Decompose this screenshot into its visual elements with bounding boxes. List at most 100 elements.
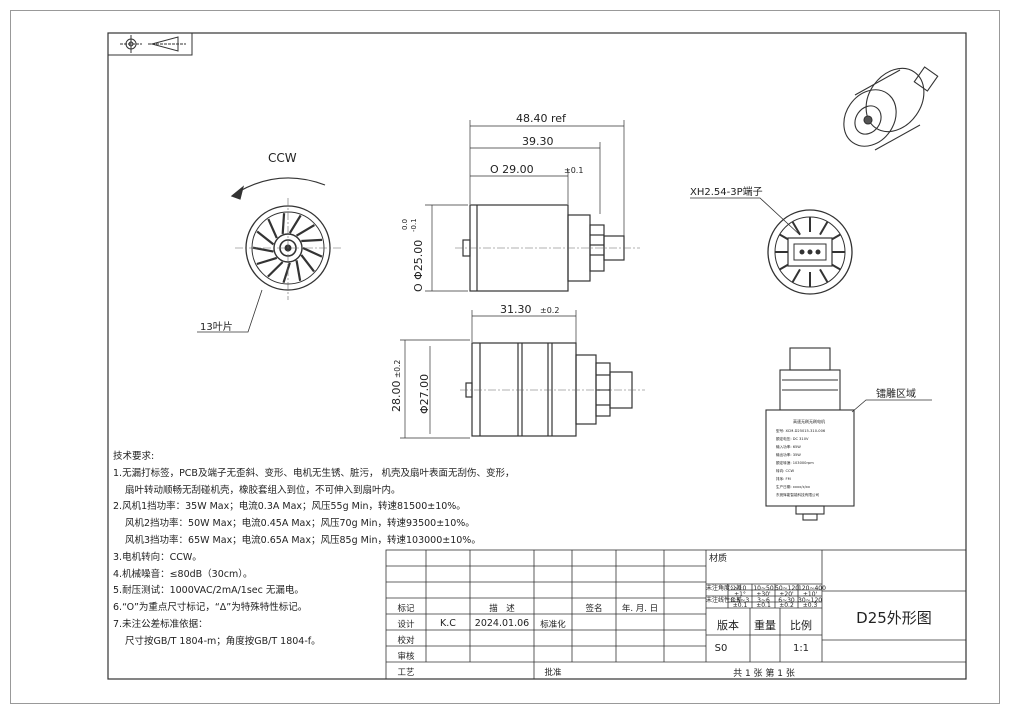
linear-range: 3~6	[757, 597, 770, 604]
tb-shenhe: 审核	[397, 652, 415, 662]
material-label: 材质	[708, 554, 727, 564]
dim-lines-bottom	[400, 310, 577, 439]
requirement-line: 6.“O”为重点尺寸标记，“Δ”为特殊特性标记。	[113, 602, 308, 614]
label-plate-line: 额定转速: 103000rpm	[776, 460, 814, 465]
linear-value: ±0.1	[732, 602, 748, 609]
angle-value: ±30'	[756, 591, 771, 598]
isometric-view	[843, 66, 939, 151]
version-label: 版本	[717, 619, 739, 632]
tb-biaoji: 标记	[397, 604, 415, 614]
tb-gongyi: 工艺	[397, 668, 415, 678]
fan-blade	[301, 238, 323, 243]
fan-blade	[281, 213, 286, 235]
requirement-line: 尺寸按GB/T 1804-m；角度按GB/T 1804-f。	[125, 635, 321, 647]
linear-value: ±0.3	[802, 602, 818, 609]
body-length-dim-2: O 29.00	[490, 163, 534, 176]
drawing-sheet	[10, 10, 1000, 704]
scale-label: 比例	[790, 619, 812, 632]
linear-tol-header: 未注线性公差	[706, 597, 743, 604]
sheet-count: 共 1 张 第 1 张	[733, 669, 795, 679]
height-dim: 28.00	[390, 381, 403, 413]
rotation-arrow-icon	[230, 177, 326, 200]
angle-range: 50~120	[775, 585, 800, 592]
projection-symbol-icon	[120, 35, 186, 53]
connector-label: XH2.54-3P端子	[690, 185, 763, 198]
tb-date: 2024.01.06	[474, 618, 530, 629]
diameter-dim: O Φ25.00	[412, 240, 425, 292]
label-plate-line: 额定电压: DC 310V	[776, 436, 809, 441]
linear-range: 6~30	[778, 597, 795, 604]
angle-range: 120~400	[798, 585, 826, 592]
label-plate-line: 东莞辉能智能科技有限公司	[776, 492, 820, 497]
tb-pizhun: 批准	[544, 668, 562, 678]
diameter-27-dim: Φ27.00	[418, 374, 431, 414]
label-plate-line: 输入功率: 65W	[776, 444, 801, 449]
diameter-tol-top: 0.0	[401, 219, 409, 230]
label-plate-line: 转向: CCW	[776, 468, 795, 473]
blade-count-label: 13叶片	[200, 320, 233, 333]
scale-value: 1:1	[792, 643, 810, 654]
fan-blade	[256, 256, 278, 266]
label-plate-line: 输出功率: 35W	[776, 452, 801, 457]
tb-miaoshu: 描 述	[489, 604, 515, 614]
fan-blade	[300, 254, 315, 273]
engraving-area-label: 镭雕区域	[876, 387, 916, 400]
fan-blade	[295, 260, 302, 282]
rear-rib	[819, 268, 829, 283]
linear-value: ±0.2	[779, 602, 794, 609]
title-block: 材质 标记 描 述 签名 年. 月. 日 设计 K.C 2024.01.06 标…	[386, 550, 966, 679]
requirement-line: 1.无漏打标签，PCB及端子无歪斜、变形、电机无生锈、脏污， 机壳及扇叶表面无刮…	[113, 467, 515, 479]
side-view-bottom	[465, 342, 633, 437]
fan-blade	[252, 246, 274, 253]
weight-label: 重量	[754, 619, 776, 632]
bottom-length-dim: 31.30	[500, 303, 532, 316]
linear-value: ±0.1	[756, 602, 771, 609]
requirement-line: 风机3挡功率：65W Max；电流0.65A Max；风压85g Min，转速1…	[125, 534, 481, 546]
angle-tol-header: 未注角度公差	[706, 585, 743, 592]
body-length-tol: ±0.1	[564, 166, 583, 175]
height-tol: ±0.2	[393, 360, 402, 378]
angle-value: ±20'	[779, 591, 794, 598]
diameter-tol-bottom: -0.1	[410, 218, 418, 232]
requirement-line: 扇叶转动顺畅无刮碰机壳，橡胶套组入到位，不可伸入到扇叶内。	[125, 484, 401, 496]
label-plate-line: 生产日期: xxxx/x/xx	[776, 484, 811, 489]
version-value: S0	[714, 643, 728, 654]
rear-view	[767, 209, 853, 295]
tb-sheji: 设计	[397, 620, 415, 630]
requirement-line: 2.风机1挡功率：35W Max；电流0.3A Max；风压55g Min，转速…	[113, 501, 466, 513]
angle-range: ~10	[733, 585, 747, 592]
label-plate-line: 排序: FM	[776, 476, 791, 481]
requirement-line: 5.耐压测试：1000VAC/2mA/1sec 无漏电。	[113, 585, 304, 597]
tb-designer: K.C	[440, 618, 456, 629]
label-title: 高速无刷无刷电机	[793, 418, 825, 424]
angle-range: 10~50	[753, 585, 774, 592]
bottom-length-tol: ±0.2	[540, 306, 559, 315]
tb-jiaodui: 校对	[397, 636, 415, 646]
requirement-line: 风机2挡功率：50W Max；电流0.45A Max；风压70g Min，转速9…	[125, 518, 475, 530]
label-plate-line: 型号: XCM-D25015-310-006	[776, 428, 826, 433]
fan-blade	[282, 262, 291, 284]
body-length-dim: 39.30	[522, 135, 554, 148]
fan-blade	[267, 261, 284, 278]
fan-blade	[256, 230, 275, 246]
rear-rib	[791, 221, 801, 236]
drawing-title: D25外形图	[856, 609, 932, 627]
fan-blade	[288, 214, 302, 234]
fan-blade	[302, 246, 323, 258]
dim-lines-top	[425, 120, 625, 292]
projection-symbol-box	[107, 32, 193, 56]
angle-value: ±1°	[734, 591, 746, 598]
tb-date-header: 年. 月. 日	[621, 604, 659, 614]
rotation-label: CCW	[268, 151, 297, 165]
linear-range: 30~120	[798, 597, 823, 604]
title-block-grid	[385, 549, 967, 680]
overall-length-dim: 48.40 ref	[516, 112, 567, 125]
rear-rib	[791, 268, 801, 283]
tb-qianming: 签名	[585, 604, 603, 614]
requirements-heading: 技术要求:	[113, 451, 155, 462]
rear-rib	[819, 221, 829, 236]
requirement-line: 7.未注公差标准依据：	[113, 618, 208, 630]
fan-blade	[295, 224, 315, 237]
tb-standard: 标准化	[540, 620, 566, 630]
